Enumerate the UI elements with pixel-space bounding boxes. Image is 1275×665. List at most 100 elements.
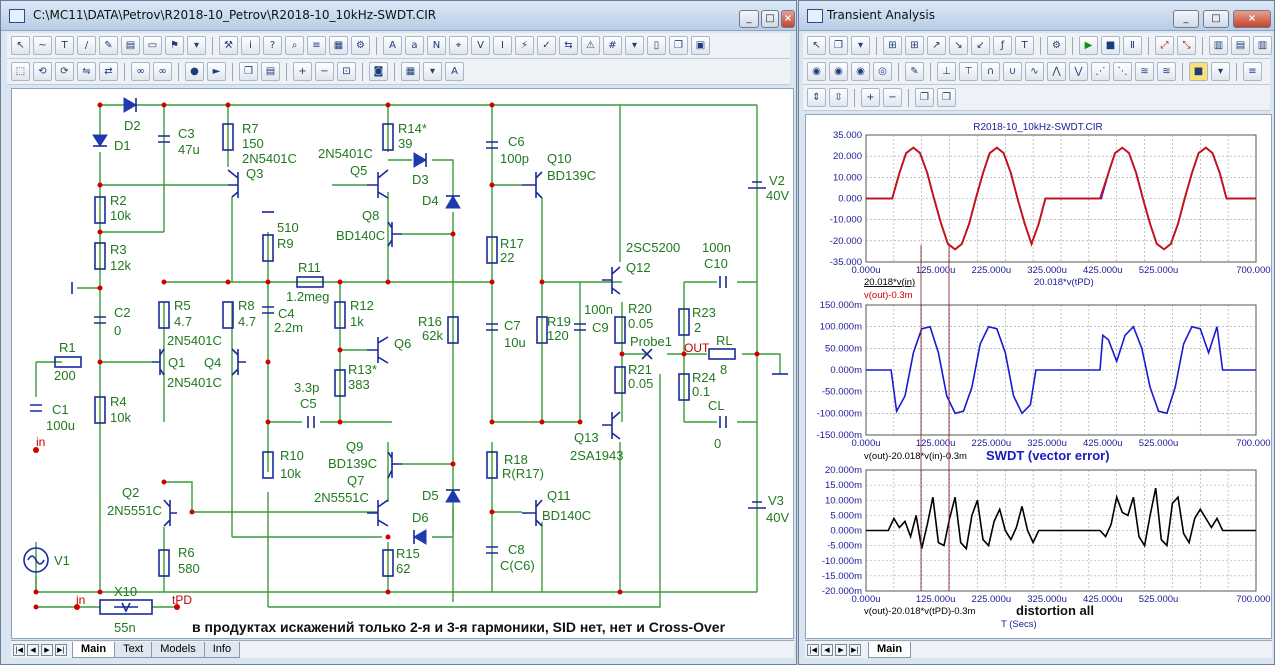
a-edit-icon[interactable]: ✎	[905, 62, 924, 81]
wrench-icon[interactable]: ⚒	[219, 36, 238, 55]
a-panel-icon[interactable]: ▥	[1209, 36, 1228, 55]
analysis-close-button[interactable]: ×	[1233, 10, 1271, 28]
a-nav-next-icon[interactable]: ▶	[835, 643, 847, 656]
dropdown2-icon[interactable]: ▾	[625, 36, 644, 55]
a-cursor-icon[interactable]: ⤢	[1155, 36, 1174, 55]
close-button[interactable]: ×	[781, 10, 795, 28]
analysis-titlebar[interactable]: Transient Analysis _ □ ×	[799, 1, 1274, 31]
camera-icon[interactable]: ◙	[369, 62, 388, 81]
a-fit-icon[interactable]: ⇕	[807, 88, 826, 107]
copy-icon[interactable]: ❐	[239, 62, 258, 81]
attr-text-icon[interactable]: a	[405, 36, 424, 55]
line-icon[interactable]: /	[77, 36, 96, 55]
a-tag3-icon[interactable]: ↙	[971, 36, 990, 55]
a-dropdown-icon[interactable]: ▾	[851, 36, 870, 55]
condition-icon[interactable]: ✓	[537, 36, 556, 55]
help-icon[interactable]: ?	[263, 36, 282, 55]
layout-icon[interactable]: ▦	[401, 62, 420, 81]
minimize-button[interactable]: _	[739, 10, 759, 28]
a-slope-icon[interactable]: ⋀	[1047, 62, 1066, 81]
pen-icon[interactable]: ✎	[99, 36, 118, 55]
node-names-icon[interactable]: A	[383, 36, 402, 55]
select-arrow-icon[interactable]: ↖	[11, 36, 30, 55]
dropdown-icon[interactable]: ▾	[187, 36, 206, 55]
a-nav-first-icon[interactable]: |◀	[807, 643, 819, 656]
a-zoom-icon[interactable]: ◉	[807, 62, 826, 81]
zoom-in-icon[interactable]: +	[293, 62, 312, 81]
a-copy-icon[interactable]: ❐	[829, 36, 848, 55]
dropdown3-icon[interactable]: ▾	[423, 62, 442, 81]
font-icon[interactable]: A	[445, 62, 464, 81]
list-icon[interactable]: ≡	[307, 36, 326, 55]
a-text-icon[interactable]: T	[1015, 36, 1034, 55]
schematic-titlebar[interactable]: C:\MC11\DATA\Petrov\R2018-10_Petrov\R201…	[1, 1, 796, 31]
schematic-canvas[interactable]: D2 D1 C3 47u R7 150 2N5401C Q3 2N5401C Q…	[11, 88, 794, 639]
tab-main[interactable]: Main	[72, 641, 116, 658]
table-icon[interactable]: ▦	[329, 36, 348, 55]
a-list-icon[interactable]: ≡	[1243, 62, 1262, 81]
analysis-tab-main[interactable]: Main	[868, 641, 912, 658]
info-icon[interactable]: i	[241, 36, 260, 55]
nav-first-icon[interactable]: |◀	[13, 643, 25, 656]
plot-canvas[interactable]: R2018-10_10kHz-SWDT.CIR 20.018*v(in) v(o…	[805, 114, 1272, 639]
node-numbers-icon[interactable]: N	[427, 36, 446, 55]
a-scale2-icon[interactable]: ⊞	[905, 36, 924, 55]
a-zoom2-icon[interactable]: ◉	[829, 62, 848, 81]
region-select-icon[interactable]: ⬚	[11, 62, 30, 81]
a-fit2-icon[interactable]: ⇳	[829, 88, 848, 107]
current-icon[interactable]: I	[493, 36, 512, 55]
a-prev-icon[interactable]: ⋱	[1113, 62, 1132, 81]
tab-models[interactable]: Models	[151, 641, 205, 658]
pin-icon[interactable]: ⌖	[449, 36, 468, 55]
a-tag2-icon[interactable]: ↘	[949, 36, 968, 55]
nav-prev-icon[interactable]: ◀	[27, 643, 39, 656]
a-valley-icon[interactable]: ⊤	[959, 62, 978, 81]
a-top-icon[interactable]: ≋	[1157, 62, 1176, 81]
text-icon[interactable]: T	[55, 36, 74, 55]
a-props-icon[interactable]: ⚙	[1047, 36, 1066, 55]
warning-icon[interactable]: ⚠	[581, 36, 600, 55]
a-formula-icon[interactable]: ƒ	[993, 36, 1012, 55]
rotate-icon[interactable]: ⟲	[33, 62, 52, 81]
a-pause-icon[interactable]: Ⅱ	[1123, 36, 1142, 55]
properties-icon[interactable]: ⚙	[351, 36, 370, 55]
a-low-icon[interactable]: ∪	[1003, 62, 1022, 81]
a-zoom-out-icon[interactable]: −	[883, 88, 902, 107]
tab-info[interactable]: Info	[203, 641, 241, 658]
a-bottom-icon[interactable]: ≋	[1135, 62, 1154, 81]
a-nav-prev-icon[interactable]: ◀	[821, 643, 833, 656]
a-panel2-icon[interactable]: ▤	[1231, 36, 1250, 55]
a-inflect-icon[interactable]: ∿	[1025, 62, 1044, 81]
flag-icon[interactable]: ⚑	[165, 36, 184, 55]
a-high-icon[interactable]: ∩	[981, 62, 1000, 81]
page-icon[interactable]: ▯	[647, 36, 666, 55]
zoom-out-icon[interactable]: −	[315, 62, 334, 81]
a-panel3-icon[interactable]: ▥	[1253, 36, 1272, 55]
binoculars-icon[interactable]: ∞	[131, 62, 150, 81]
wire-icon[interactable]: ~	[33, 36, 52, 55]
analysis-restore-button[interactable]: □	[1203, 10, 1229, 28]
bus-icon[interactable]: ▤	[121, 36, 140, 55]
component-icon[interactable]: ▭	[143, 36, 162, 55]
binoculars2-icon[interactable]: ∞	[153, 62, 172, 81]
grid-icon[interactable]: #	[603, 36, 622, 55]
a-dropdown2-icon[interactable]: ▾	[1211, 62, 1230, 81]
zoom-fit-icon[interactable]: ⊡	[337, 62, 356, 81]
a-cursor2-icon[interactable]: ⤡	[1177, 36, 1196, 55]
rotate2-icon[interactable]: ⟳	[55, 62, 74, 81]
a-color-icon[interactable]: ■	[1189, 62, 1208, 81]
paste-icon[interactable]: ▤	[261, 62, 280, 81]
nav-last-icon[interactable]: ▶|	[55, 643, 67, 656]
analysis-minimize-button[interactable]: _	[1173, 10, 1199, 28]
power-icon[interactable]: ⚡	[515, 36, 534, 55]
a-stop-icon[interactable]: ■	[1101, 36, 1120, 55]
run-icon[interactable]: ►	[207, 62, 226, 81]
a-tag-icon[interactable]: ↗	[927, 36, 946, 55]
flip-x-icon[interactable]: ⇄	[99, 62, 118, 81]
a-select-icon[interactable]: ↖	[807, 36, 826, 55]
stop-icon[interactable]: ●	[185, 62, 204, 81]
mirror-icon[interactable]: ⇋	[77, 62, 96, 81]
a-scale-icon[interactable]: ⊞	[883, 36, 902, 55]
a-copy2-icon[interactable]: ❐	[915, 88, 934, 107]
a-zoom4-icon[interactable]: ◎	[873, 62, 892, 81]
